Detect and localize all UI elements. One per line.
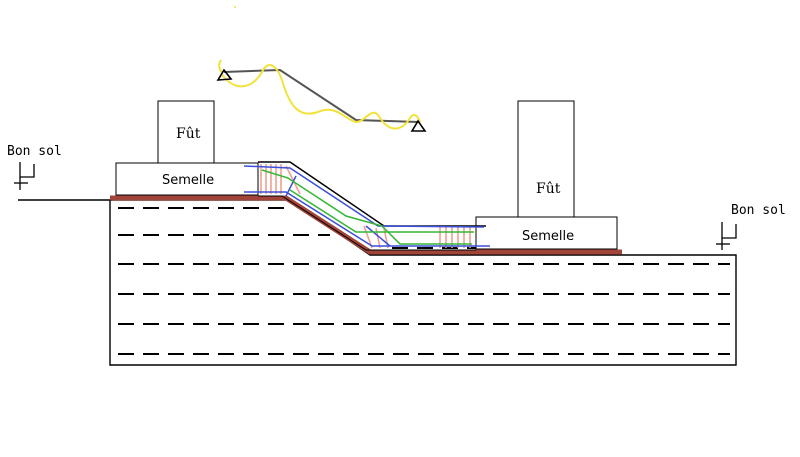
soil-hatching — [118, 207, 730, 355]
footing-label-left: Semelle — [162, 173, 214, 188]
triangle-support-icon — [410, 119, 427, 132]
ground-level-icon — [14, 162, 35, 190]
footing-left — [115, 162, 259, 196]
bon-sol-label-left: Bon sol — [7, 144, 62, 159]
column-label-right: Fût — [536, 181, 561, 197]
footing-label-right: Semelle — [522, 229, 574, 244]
stirrups — [260, 164, 471, 249]
column-right — [517, 100, 575, 218]
static-scheme — [216, 6, 427, 132]
rebar-blue — [243, 165, 490, 247]
column-label-left: Fût — [176, 126, 201, 142]
soil-mass — [109, 199, 737, 366]
ground-level-icon — [716, 222, 737, 250]
footing-right — [475, 216, 618, 250]
rebar-green — [261, 169, 474, 245]
bon-sol-label-right: Bon sol — [731, 203, 786, 218]
triangle-support-icon — [216, 68, 233, 81]
column-left — [157, 100, 215, 164]
